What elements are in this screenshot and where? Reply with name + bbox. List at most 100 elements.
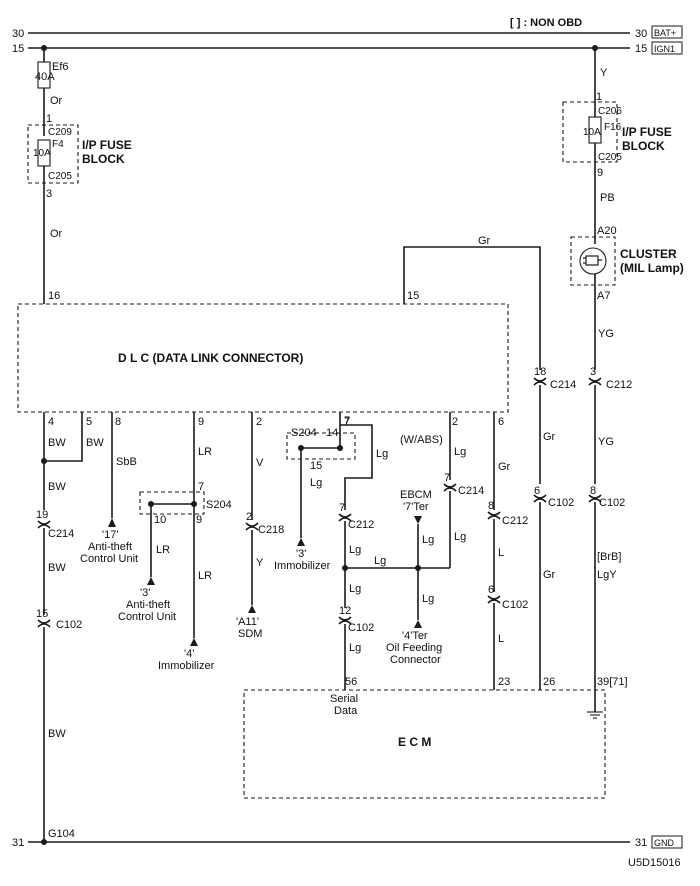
wire-bw-e: BW	[48, 728, 66, 740]
l-circuit: Gr 8 C212 L 6 C102 L	[487, 412, 528, 690]
wire-l-b: L	[498, 633, 504, 645]
wire-gr-top: Gr	[478, 235, 491, 247]
dlc-pin-16: 16	[48, 290, 60, 302]
wire-l-a: L	[498, 547, 504, 559]
serial-data-network: S204 14 7 15 Lg Lg '3' Immobilizer 7 C21…	[274, 412, 484, 690]
wire-v: V	[256, 457, 264, 469]
sdm-label: SDM	[238, 628, 262, 640]
immob3-pin: '3'	[296, 548, 306, 560]
fuse-f16-name: F16	[604, 122, 622, 133]
ecm-pin-56: 56	[345, 676, 357, 688]
sdm-circuit: V 2 C218 Y 'A11' SDM	[236, 412, 284, 640]
bat-rail-num-right: 30	[635, 28, 647, 40]
dlc-title: D L C (DATA LINK CONNECTOR)	[118, 351, 303, 365]
conn-c102-pin12: 12	[339, 605, 351, 617]
antitheft17-pin: '17'	[102, 529, 118, 541]
antitheft3-pin: '3'	[140, 587, 150, 599]
wire-bw-b: BW	[86, 437, 104, 449]
right-fuse-pin-1: 1	[596, 91, 602, 103]
antitheft17-label-1: Anti-theft	[88, 541, 132, 553]
conn-c102-c: C102	[502, 599, 528, 611]
wire-yg-a: YG	[598, 328, 614, 340]
ip-fuse-block-right-2: BLOCK	[622, 139, 665, 153]
wire-bw-c: BW	[48, 481, 66, 493]
conn-c212-pin3: 3	[590, 366, 596, 378]
wire-bw-d: BW	[48, 562, 66, 574]
conn-c214-pin18: 18	[534, 366, 546, 378]
oil-feeding-label-2: Connector	[390, 654, 441, 666]
s204-left-pin10: 10	[154, 514, 166, 526]
conn-c212-c: C212	[606, 379, 632, 391]
ecm-box: E C M 56 Serial Data 23 26 39[71]	[243, 676, 628, 799]
conn-c205-left: C205	[48, 171, 72, 182]
conn-c214-pin19: 19	[36, 509, 48, 521]
wire-gr-b: Gr	[543, 431, 556, 443]
oil-feeding-label-1: Oil Feeding	[386, 642, 442, 654]
sdm-pin: 'A11'	[236, 616, 259, 628]
ebcm-pin: '7'Ter	[403, 501, 429, 513]
conn-c102-e: C102	[599, 497, 625, 509]
wire-sbb: SbB	[116, 456, 137, 468]
dlc-pin-8: 8	[115, 416, 121, 428]
conn-c102-a: C102	[56, 619, 82, 631]
wire-lg-f: Lg	[422, 534, 434, 546]
gr-top-wire: Gr 15	[403, 235, 541, 370]
immob3-label: Immobilizer	[274, 560, 331, 572]
ip-fuse-block-left-2: BLOCK	[82, 152, 125, 166]
wire-y-sdm: Y	[256, 557, 264, 569]
non-obd-legend: [ ] : NON OBD	[510, 17, 582, 29]
cluster-pin-a20: A20	[597, 225, 617, 237]
serial-data-label-1: Serial	[330, 693, 358, 705]
ign-rail-num-right: 15	[635, 43, 647, 55]
bw-circuit: BW BW BW 19 C214 BW 15 C102 BW G104	[36, 412, 104, 842]
ign-rail-num-left: 15	[12, 43, 24, 55]
conn-c102-d: C102	[548, 497, 574, 509]
dlc-pin-9: 9	[198, 416, 204, 428]
wire-lg-g: Lg	[422, 593, 434, 605]
conn-c212-b: C212	[502, 515, 528, 527]
ground-point-g104: G104	[48, 828, 75, 840]
immob4-label: Immobilizer	[158, 660, 215, 672]
bat-rail-num-left: 30	[12, 28, 24, 40]
dlc-pin-15: 15	[407, 290, 419, 302]
gnd-rail-num-right: 31	[635, 837, 647, 849]
yg-circuit: 3 C212 YG 8 C102 [BrB] LgY	[587, 366, 632, 719]
wire-brb: [BrB]	[597, 551, 621, 563]
lr-circuit: LR 7 S204 10 9 LR '3' Anti-theft Control…	[118, 412, 232, 672]
conn-c102-pin6: 6	[488, 584, 494, 596]
ecm-title: E C M	[398, 735, 431, 749]
conn-c206: C206	[598, 106, 622, 117]
ecm-pin-39: 39[71]	[597, 676, 628, 688]
ip-fuse-block-left-1: I/P FUSE	[82, 138, 132, 152]
right-fuse-pin-9: 9	[597, 167, 603, 179]
internal-ground-icon	[587, 711, 603, 719]
wire-or-top: Or	[50, 95, 63, 107]
ecm-pin-23: 23	[498, 676, 510, 688]
wire-y: Y	[600, 67, 608, 79]
wire-yg-b: YG	[598, 436, 614, 448]
conn-c102-pin8: 8	[590, 485, 596, 497]
conn-c102-pin15: 15	[36, 608, 48, 620]
conn-c102-b: C102	[348, 622, 374, 634]
antitheft17-label-2: Control Unit	[80, 553, 138, 565]
conn-c218-pin2: 2	[246, 511, 252, 523]
conn-c214-b: C214	[458, 485, 484, 497]
wire-lr-c: LR	[198, 570, 212, 582]
fuse-block-pin-1: 1	[46, 113, 52, 125]
dlc-pin-2b: 2	[452, 416, 458, 428]
conn-c212-a: C212	[348, 519, 374, 531]
fuse-ef6-name: Ef6	[52, 61, 69, 73]
antitheft3-label-1: Anti-theft	[126, 599, 170, 611]
wire-lg-b: Lg	[310, 477, 322, 489]
conn-c214-c: C214	[550, 379, 576, 391]
fuse-f4-rating: 10A	[33, 148, 51, 159]
s204-left-label: S204	[206, 499, 232, 511]
cluster-label: CLUSTER	[620, 247, 677, 261]
mil-lamp-icon	[583, 255, 602, 266]
fuse-block-pin-3: 3	[46, 188, 52, 200]
fuse-f16-rating: 10A	[583, 127, 601, 138]
s204-mid-label: S204	[291, 427, 317, 439]
wire-gr-c: Gr	[543, 569, 556, 581]
wire-lg-d: Lg	[374, 555, 386, 567]
